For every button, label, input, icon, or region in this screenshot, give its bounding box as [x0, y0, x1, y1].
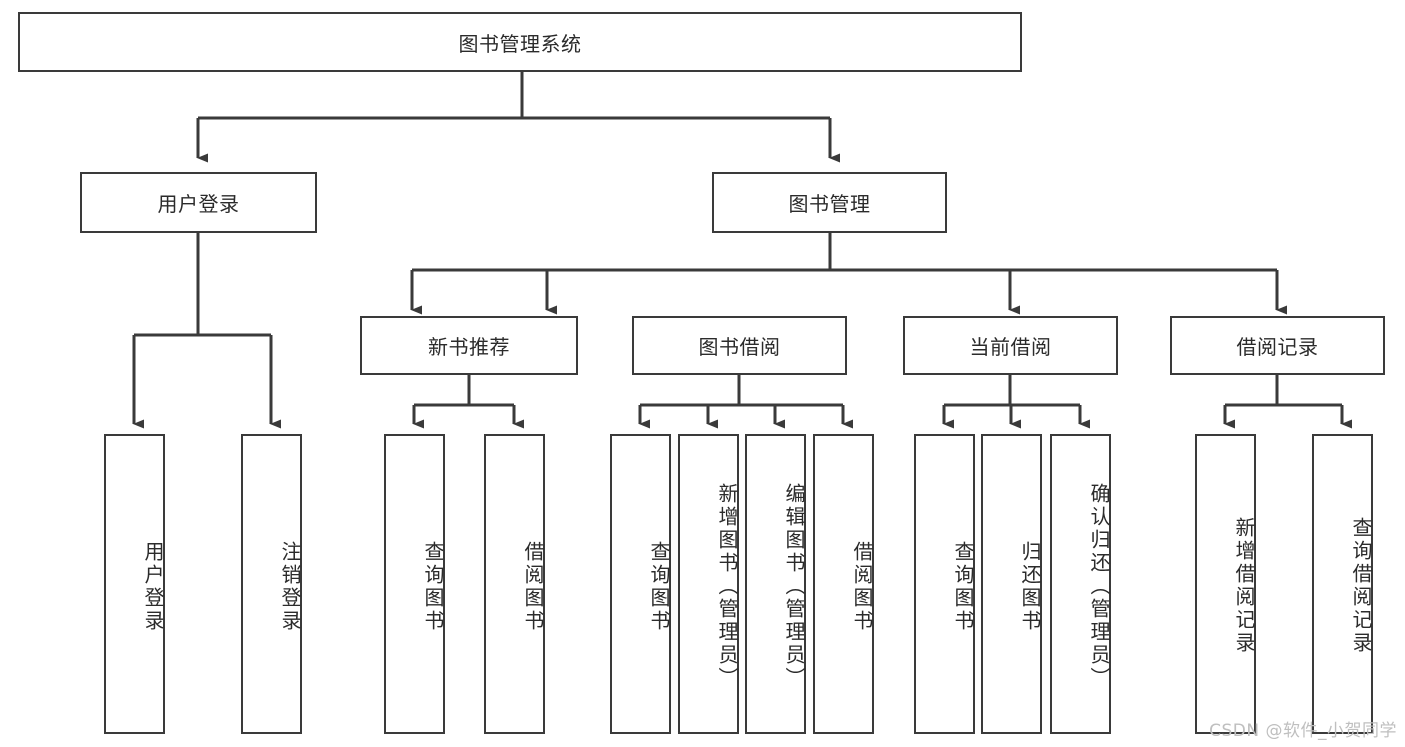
- node-label: 确认归还（管理员）: [1087, 482, 1111, 690]
- node-label: 用户登录: [141, 541, 165, 633]
- node-book-borrow[interactable]: 图书借阅: [632, 316, 847, 375]
- node-label: 图书借阅: [698, 335, 781, 359]
- node-new-book-recommend[interactable]: 新书推荐: [360, 316, 578, 375]
- leaf-return-book[interactable]: 归还图书: [981, 434, 1042, 734]
- watermark-text: CSDN @软件_小贺同学: [1209, 721, 1397, 741]
- node-label: 新增借阅记录: [1232, 517, 1256, 655]
- leaf-add-book-admin[interactable]: 新增图书（管理员）: [678, 434, 739, 734]
- node-book-management[interactable]: 图书管理: [712, 172, 947, 233]
- node-current-borrow[interactable]: 当前借阅: [903, 316, 1118, 375]
- node-label: 查询借阅记录: [1349, 517, 1373, 655]
- node-label: 借阅图书: [521, 541, 545, 633]
- node-user-login[interactable]: 用户登录: [80, 172, 317, 233]
- node-label: 用户登录: [157, 192, 240, 216]
- node-label: 新书推荐: [428, 335, 510, 359]
- leaf-add-borrow-record[interactable]: 新增借阅记录: [1195, 434, 1256, 734]
- leaf-borrow-book-recommend[interactable]: 借阅图书: [484, 434, 545, 734]
- node-label: 编辑图书（管理员）: [782, 482, 806, 690]
- node-label: 注销登录: [278, 541, 302, 633]
- node-label: 借阅图书: [850, 541, 874, 633]
- node-label: 查询图书: [951, 541, 975, 633]
- node-label: 归还图书: [1018, 541, 1042, 633]
- node-label: 当前借阅: [969, 335, 1052, 359]
- node-label: 查询图书: [421, 541, 445, 633]
- leaf-edit-book-admin[interactable]: 编辑图书（管理员）: [745, 434, 806, 734]
- node-label: 借阅记录: [1236, 335, 1319, 359]
- node-label: 图书管理: [788, 192, 871, 216]
- leaf-logout[interactable]: 注销登录: [241, 434, 302, 734]
- leaf-query-borrow-record[interactable]: 查询借阅记录: [1312, 434, 1373, 734]
- leaf-borrow-book[interactable]: 借阅图书: [813, 434, 874, 734]
- node-borrow-record[interactable]: 借阅记录: [1170, 316, 1385, 375]
- leaf-query-book-current[interactable]: 查询图书: [914, 434, 975, 734]
- node-label: 查询图书: [647, 541, 671, 633]
- leaf-query-book[interactable]: 查询图书: [610, 434, 671, 734]
- leaf-user-login[interactable]: 用户登录: [104, 434, 165, 734]
- leaf-confirm-return-admin[interactable]: 确认归还（管理员）: [1050, 434, 1111, 734]
- node-label: 新增图书（管理员）: [715, 482, 739, 690]
- leaf-query-book-recommend[interactable]: 查询图书: [384, 434, 445, 734]
- node-label: 图书管理系统: [458, 31, 582, 56]
- node-root-system[interactable]: 图书管理系统: [18, 12, 1022, 72]
